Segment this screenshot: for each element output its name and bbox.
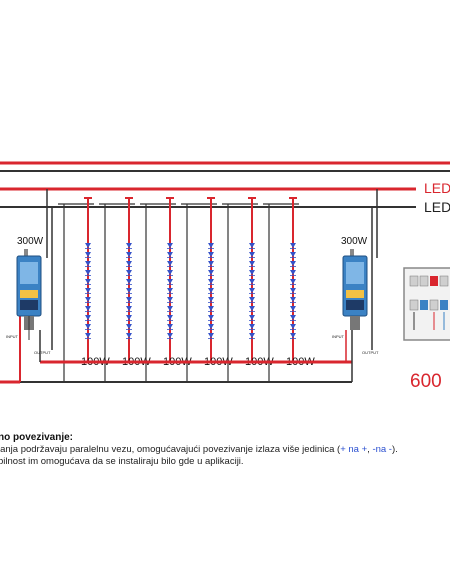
led-diode	[85, 243, 91, 248]
led-diode	[208, 324, 214, 329]
description-line-1: janja podržavaju paralelnu vezu, omoguća…	[0, 444, 398, 455]
led-diode	[208, 279, 214, 284]
led-diode	[249, 252, 255, 257]
led-diode	[167, 252, 173, 257]
led-diode	[208, 261, 214, 266]
led-diode	[249, 288, 255, 293]
led-diode	[208, 333, 214, 338]
led-diode	[290, 252, 296, 257]
led-diode	[208, 306, 214, 311]
led-strip-1: 100W	[58, 197, 110, 382]
led-diode	[167, 324, 173, 329]
led-diode	[126, 243, 132, 248]
led-diode	[126, 279, 132, 284]
led-diode	[167, 297, 173, 302]
led-diode	[249, 306, 255, 311]
led-diode	[290, 261, 296, 266]
led-label-black: LED	[424, 199, 450, 215]
psu-left-output-label: OUTPUT	[34, 350, 51, 355]
led-diode	[249, 333, 255, 338]
led-diode	[167, 279, 173, 284]
led-diode	[290, 306, 296, 311]
feed-wires	[46, 189, 378, 350]
led-strip-group: 100W100W100W100W100W100W	[58, 197, 315, 382]
top-bus-wires	[0, 161, 450, 208]
led-diode	[126, 324, 132, 329]
led-diode	[126, 333, 132, 338]
psu-right-output-label: OUTPUT	[362, 350, 379, 355]
led-diode	[208, 315, 214, 320]
led-diode	[167, 315, 173, 320]
led-diode	[249, 243, 255, 248]
led-diode	[85, 270, 91, 275]
led-diode	[290, 279, 296, 284]
led-diode	[85, 324, 91, 329]
led-diode	[167, 261, 173, 266]
psu-left-input-label: INPUT	[6, 334, 19, 339]
psu-left-rating: 300W	[17, 236, 44, 247]
led-diode	[85, 306, 91, 311]
led-diode	[249, 297, 255, 302]
led-diode	[167, 288, 173, 293]
led-diode	[290, 324, 296, 329]
distribution-panel	[403, 267, 450, 341]
led-diode	[249, 270, 255, 275]
led-diode	[85, 288, 91, 293]
led-diode	[290, 270, 296, 275]
minus-to-minus: -na -	[372, 444, 392, 455]
led-diode	[126, 315, 132, 320]
led-strip-5: 100W	[222, 197, 274, 382]
description-line-2: bilnost im omogućava da se instaliraju b…	[0, 456, 244, 467]
led-diode	[167, 306, 173, 311]
led-diode	[167, 243, 173, 248]
led-diode	[249, 261, 255, 266]
description-block: no povezivanje: janja podržavaju paralel…	[0, 432, 450, 468]
led-diode	[85, 297, 91, 302]
led-diode	[290, 297, 296, 302]
led-diode	[126, 270, 132, 275]
led-diode	[85, 252, 91, 257]
led-diode	[208, 270, 214, 275]
led-strip-3: 100W	[140, 197, 192, 382]
led-diode	[167, 270, 173, 275]
led-diode	[208, 288, 214, 293]
led-diode	[249, 279, 255, 284]
led-diode	[290, 333, 296, 338]
total-power-label: 600	[410, 371, 442, 392]
bottom-bus-wires	[0, 260, 353, 384]
wiring-diagram: LED LED 100W100W100W100W100W100W 300W IN…	[0, 161, 450, 392]
led-diode	[208, 297, 214, 302]
led-diode	[85, 333, 91, 338]
psu-right: 300W INPUT OUTPUT	[332, 236, 379, 355]
led-diode	[85, 279, 91, 284]
led-diode	[290, 243, 296, 248]
led-diode	[208, 243, 214, 248]
led-label-red: LED	[424, 180, 450, 196]
led-diode	[249, 315, 255, 320]
led-diode	[85, 261, 91, 266]
led-diode	[208, 252, 214, 257]
led-diode	[290, 315, 296, 320]
psu-right-input-label: INPUT	[332, 334, 345, 339]
led-diode	[85, 315, 91, 320]
led-diode	[126, 288, 132, 293]
led-diode	[167, 333, 173, 338]
led-strip-2: 100W	[99, 197, 151, 382]
psu-right-rating: 300W	[341, 236, 368, 247]
description-heading: no povezivanje:	[0, 432, 74, 443]
led-diode	[126, 297, 132, 302]
led-diode	[290, 288, 296, 293]
led-diode	[126, 252, 132, 257]
led-strip-6: 100W	[263, 197, 315, 382]
plus-to-plus: + na +	[340, 444, 368, 455]
led-diode	[126, 306, 132, 311]
led-diode	[249, 324, 255, 329]
led-diode	[126, 261, 132, 266]
psu-left: 300W INPUT OUTPUT	[6, 236, 51, 355]
led-strip-4: 100W	[181, 197, 233, 382]
